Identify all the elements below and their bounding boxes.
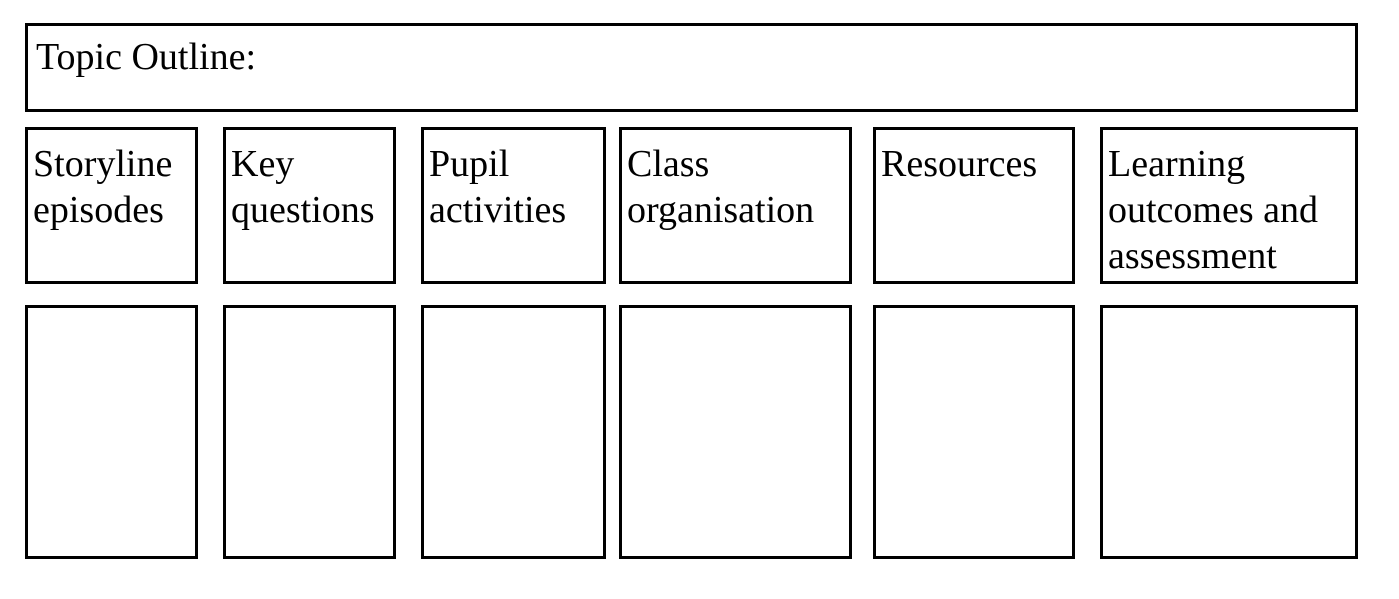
storyline-episodes-content-box xyxy=(25,305,198,559)
key-questions-label: Key questions xyxy=(231,143,375,231)
pupil-activities-content-box xyxy=(421,305,606,559)
learning-outcomes-header: Learning outcomes and assessment xyxy=(1100,127,1358,284)
resources-content-box xyxy=(873,305,1075,559)
key-questions-content-box xyxy=(223,305,396,559)
storyline-episodes-header: Storyline episodes xyxy=(25,127,198,284)
learning-outcomes-content-box xyxy=(1100,305,1358,559)
topic-outline-box: Topic Outline: xyxy=(25,23,1358,112)
class-organisation-content-box xyxy=(619,305,852,559)
pupil-activities-header: Pupil activities xyxy=(421,127,606,284)
pupil-activities-label: Pupil activities xyxy=(429,143,567,231)
key-questions-header: Key questions xyxy=(223,127,396,284)
resources-header: Resources xyxy=(873,127,1075,284)
class-organisation-header: Class organisation xyxy=(619,127,852,284)
topic-outline-label: Topic Outline: xyxy=(36,36,257,78)
class-organisation-label: Class organisation xyxy=(627,143,815,231)
storyline-episodes-label: Storyline episodes xyxy=(33,143,173,231)
learning-outcomes-label: Learning outcomes and assessment xyxy=(1108,143,1319,277)
resources-label: Resources xyxy=(881,143,1038,185)
